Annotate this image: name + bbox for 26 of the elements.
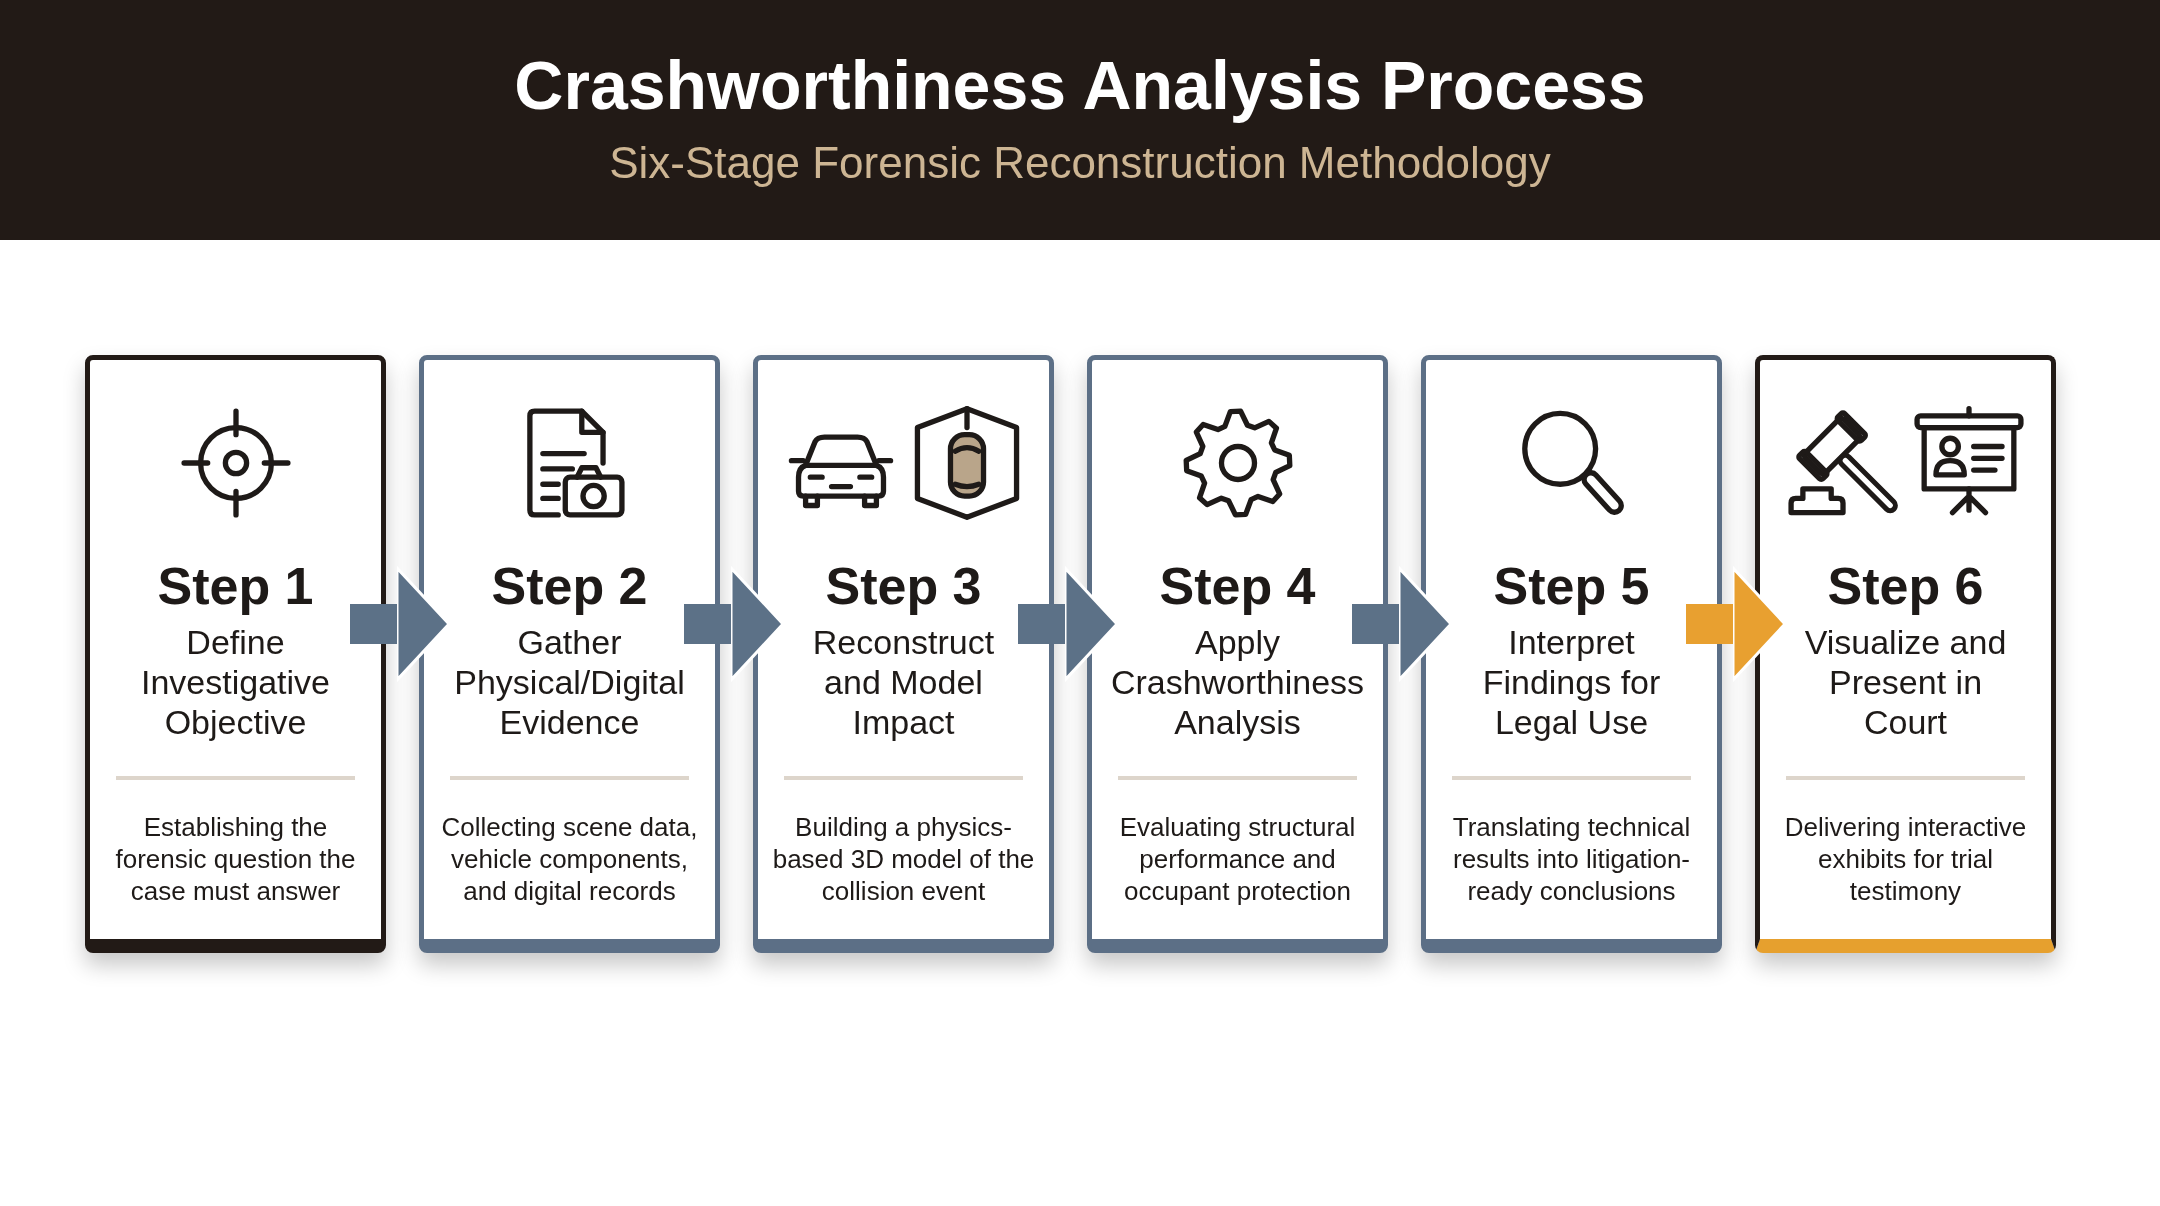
step-description: Translating technical results into litigation-ready conclusions [1451, 811, 1692, 907]
step-title: Visualize and Present in Court [1803, 622, 2008, 742]
step-number: Step 3 [824, 558, 983, 614]
step-description: Evaluating structural performance and occupant protection [1118, 811, 1357, 907]
step-title: Gather Physical/Digital Evidence [453, 622, 686, 742]
step-description: Establishing the forensic question the case must answer [114, 811, 357, 907]
step-number: Step 2 [490, 558, 649, 614]
step-title: Apply Crashworthiness Analysis [1109, 622, 1366, 742]
step-description: Delivering interactive exhibits for trial testimony [1783, 811, 2028, 907]
step-number: Step 4 [1158, 558, 1317, 614]
step-title: Define Investigative Objective [140, 622, 331, 742]
step-description: Building a physics-based 3D model of the collision event [771, 811, 1036, 907]
step-card [1755, 355, 2056, 953]
step-card [85, 355, 386, 953]
step-card [1087, 355, 1388, 953]
step-card [419, 355, 720, 953]
step-title: Interpret Findings for Legal Use [1481, 622, 1662, 742]
step-title: Reconstruct and Model Impact [811, 622, 996, 742]
title: Crashworthiness Analysis Process [513, 46, 1647, 124]
step-number: Step 6 [1826, 558, 1985, 614]
step-description: Collecting scene data, vehicle components, and digital records [440, 811, 699, 907]
step-card [753, 355, 1054, 953]
step-card [1421, 355, 1722, 953]
subtitle: Six-Stage Forensic Reconstruction Methodology [608, 138, 1552, 188]
step-number: Step 5 [1492, 558, 1651, 614]
step-number: Step 1 [156, 558, 315, 614]
